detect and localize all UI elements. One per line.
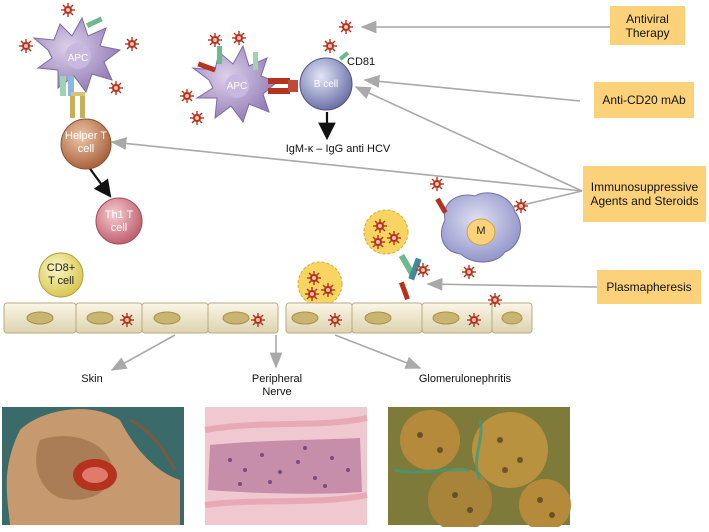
skin-photo [2,407,184,525]
antiviral-therapy-box: Antiviral Therapy [610,6,685,45]
plasmapheresis-box: Plasmapheresis [597,270,701,304]
nerve-histology-photo [204,407,368,525]
immune-complex-1 [363,209,409,255]
cd8-t-cell-label: CD8+ T cell [46,262,76,287]
b-cell [299,57,353,111]
skin-label: Skin [81,373,103,385]
apc-top-label: APC [67,53,89,64]
arrow-helper-to-th1 [87,165,112,198]
peripheral-nerve-label: Peripheral Nerve [251,373,303,398]
macrophage-label: M [476,225,486,237]
arrow-skin [110,334,176,371]
apc-b-interaction [268,78,298,94]
black-arrows [87,112,336,198]
endothelium-row [3,292,533,334]
arrow-plasmapheresis [426,277,598,291]
arrow-glomerulo [334,334,422,369]
immunosuppressive-box: Immunosuppressive Agents and Steroids [583,166,706,222]
therapy-arrows [110,20,610,371]
cd8-t-cell [38,252,84,298]
glomerulonephritis-photo [388,407,571,532]
arrow-immuno-helper [110,137,583,192]
antibody-label: IgM-κ – IgG anti HCV [285,143,391,155]
cd81-label: CD81 [347,56,376,68]
th1-t-cell [95,197,143,245]
tcr-receptor [70,92,85,118]
macrophage-cell [429,176,529,280]
glomerulonephritis-label: Glomerulonephritis [418,373,512,385]
arrow-immuno-bcell [354,86,583,192]
virus-top [338,19,354,35]
apc-top-cell [18,2,140,96]
cd81-receptor [338,51,350,61]
apc-mid-label: APC [226,81,248,92]
virus-b-cell [322,38,338,54]
helper-t-cell-label: Helper T cell [65,130,107,155]
anti-cd20-box: Anti-CD20 mAb [594,82,694,118]
arrow-anti-cd20 [363,75,581,102]
apc-mid-cell [179,30,278,126]
receptor-complex [398,253,431,301]
helper-t-cell [60,118,112,170]
b-cell-label: B cell [313,79,339,90]
immune-complex-2 [297,261,343,307]
th1-t-cell-label: Th1 T cell [104,209,134,234]
